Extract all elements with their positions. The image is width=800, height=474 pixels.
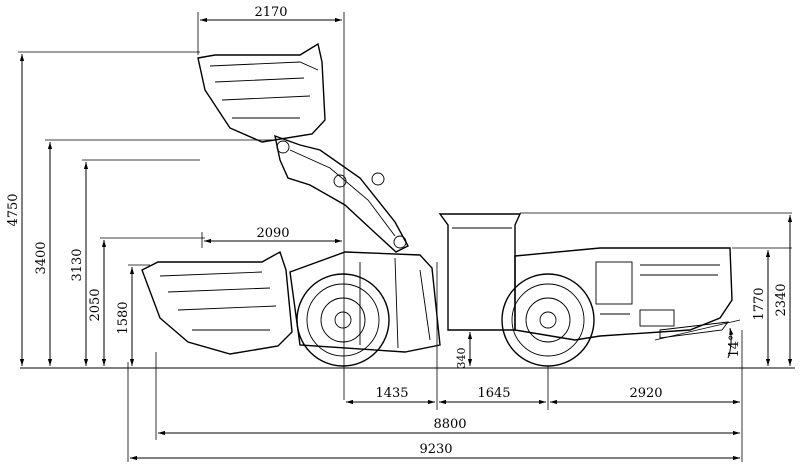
label-lower-height-1: 2050: [88, 288, 103, 321]
label-pin-height: 3400: [34, 241, 49, 274]
front-wheel: [296, 273, 390, 367]
label-wheelbase: 1645: [477, 386, 510, 401]
label-ground-clearance: 340: [455, 348, 468, 369]
label-dump-reach: 2090: [256, 226, 289, 241]
label-max-height: 4750: [6, 193, 21, 226]
label-lower-height-2: 1580: [116, 301, 131, 334]
canopy-tower: [438, 213, 522, 331]
label-departure-angle: 14°: [727, 334, 742, 357]
lowered-bucket: [141, 250, 293, 355]
loader-machine: [141, 42, 733, 367]
label-total-length: 9230: [419, 442, 452, 457]
label-canopy-height: 2340: [774, 283, 789, 316]
label-rear-height: 1770: [752, 287, 767, 320]
label-overall-length: 8800: [433, 417, 466, 432]
lift-arm: [274, 134, 409, 253]
label-dump-height: 3130: [70, 248, 85, 281]
rear-wheel: [501, 273, 595, 367]
label-rear-overhang: 2920: [629, 386, 662, 401]
front-frame: [289, 251, 441, 353]
rear-frame: [514, 247, 733, 341]
label-front-axle-offset: 1435: [375, 386, 408, 401]
raised-bucket: [197, 42, 326, 143]
label-top-reach: 2170: [254, 5, 287, 20]
